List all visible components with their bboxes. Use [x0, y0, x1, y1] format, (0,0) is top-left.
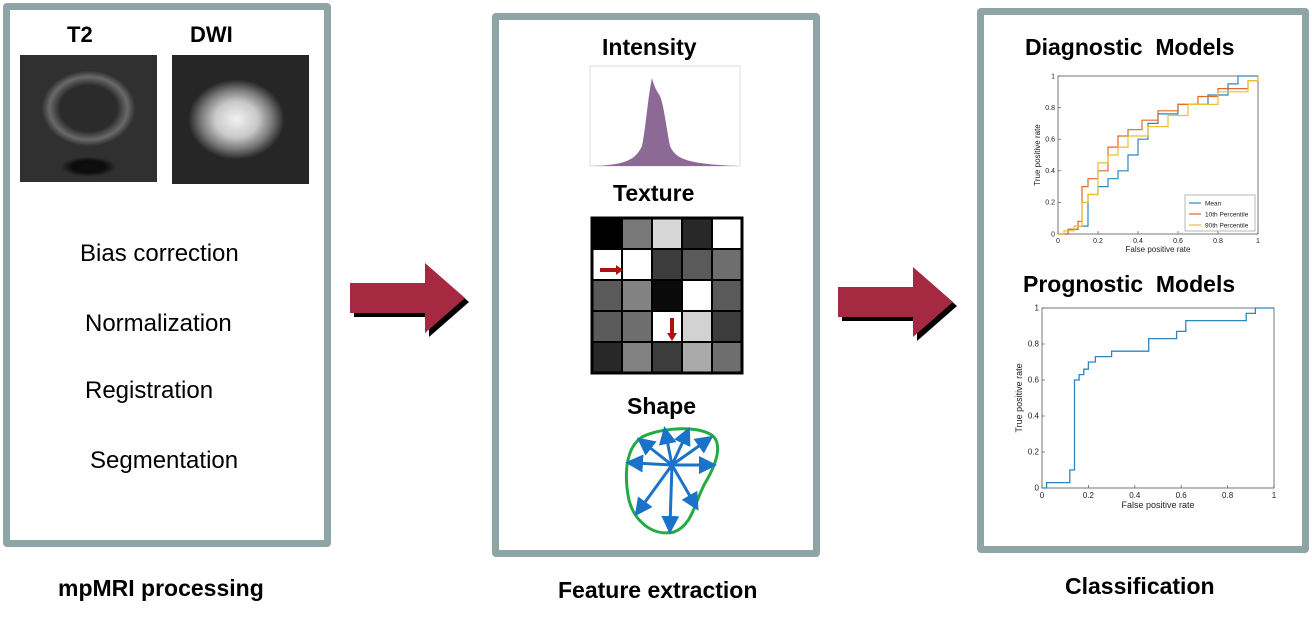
dwi-mri-image: [172, 55, 309, 184]
texture-cell: [621, 310, 653, 343]
texture-cell: [591, 279, 623, 312]
texture-cell: [711, 341, 743, 374]
classification-caption: Classification: [1065, 573, 1215, 599]
texture-cell: [651, 279, 683, 312]
y-tick-label: 0.4: [1028, 412, 1040, 421]
texture-cell: [651, 248, 683, 281]
dwi-label: DWI: [190, 22, 233, 47]
y-tick-label: 0.8: [1045, 105, 1055, 112]
intensity-histogram: [589, 65, 741, 167]
texture-cell: [621, 341, 653, 374]
t2-mri-image: [20, 55, 157, 182]
y-tick-label: 0.4: [1045, 168, 1055, 175]
texture-cell: [681, 310, 713, 343]
texture-cell: [651, 341, 683, 374]
texture-cell: [711, 279, 743, 312]
y-tick-label: 0.6: [1045, 137, 1055, 144]
texture-cell: [681, 279, 713, 312]
t2-label: T2: [67, 22, 93, 47]
legend-entry: Mean: [1205, 201, 1222, 208]
prognostic-title: Prognostic Models: [1023, 271, 1236, 297]
x-tick-label: 0.8: [1213, 238, 1223, 245]
x-tick-label: 1: [1272, 491, 1277, 500]
step-normalization: Normalization: [85, 310, 232, 337]
y-tick-label: 0.2: [1045, 200, 1055, 207]
x-tick-label: 0.6: [1173, 238, 1183, 245]
x-tick-label: 0: [1040, 491, 1045, 500]
y-tick-label: 0: [1035, 484, 1040, 493]
legend-entry: 10th Percentile: [1205, 212, 1249, 219]
step-registration: Registration: [85, 377, 214, 404]
texture-arrow-down-head: [667, 333, 677, 341]
diagnostic-title: Diagnostic Models: [1025, 34, 1235, 60]
x-tick-label: 0.8: [1222, 491, 1234, 500]
texture-arrow-right-head: [616, 265, 623, 275]
texture-cell: [591, 248, 623, 281]
texture-cell: [711, 248, 743, 281]
texture-border: [590, 216, 744, 375]
x-tick-label: 1: [1256, 238, 1260, 245]
texture-cell: [711, 310, 743, 343]
y-tick-label: 1: [1051, 73, 1055, 80]
intensity-title: Intensity: [602, 34, 697, 60]
y-tick-label: 0.2: [1028, 448, 1040, 457]
x-tick-label: 0: [1056, 238, 1060, 245]
features-caption: Feature extraction: [558, 577, 758, 603]
roc-series-line: [1058, 76, 1259, 235]
texture-title: Texture: [613, 180, 695, 206]
roc-series-line: [1058, 75, 1258, 235]
right-arrow-1: [350, 263, 469, 337]
shape-title: Shape: [627, 393, 697, 419]
texture-cell: [591, 217, 623, 250]
right-arrow-2: [838, 267, 957, 341]
legend-entry: 90th Percentile: [1205, 223, 1249, 230]
y-tick-label: 0.8: [1028, 340, 1040, 349]
x-tick-label: 0.4: [1133, 238, 1143, 245]
x-axis-label: False positive rate: [1121, 500, 1194, 510]
texture-cell: [681, 341, 713, 374]
x-tick-label: 0.2: [1093, 238, 1103, 245]
texture-cell: [591, 341, 623, 374]
step-bias-correction: Bias correction: [80, 240, 239, 267]
x-axis-label: False positive rate: [1126, 245, 1191, 254]
y-tick-label: 0.6: [1028, 376, 1040, 385]
texture-cell: [591, 310, 623, 343]
texture-cell: [681, 217, 713, 250]
y-axis-label: True positive rate: [1014, 363, 1024, 432]
y-axis-label: True positive rate: [1033, 124, 1042, 186]
y-tick-label: 1: [1035, 304, 1040, 313]
texture-cell: [621, 279, 653, 312]
texture-cell: [651, 310, 683, 343]
roc-series-line: [1042, 307, 1274, 489]
x-tick-label: 0.2: [1083, 491, 1095, 500]
processing-caption: mpMRI processing: [58, 575, 264, 601]
shape-outline: [624, 427, 720, 535]
x-tick-label: 0.6: [1176, 491, 1188, 500]
y-tick-label: 0: [1051, 231, 1055, 238]
texture-cell: [621, 248, 653, 281]
texture-grid: [590, 216, 744, 375]
shape-diagram: [624, 426, 720, 535]
step-segmentation: Segmentation: [90, 447, 239, 474]
texture-cell: [681, 248, 713, 281]
x-tick-label: 0.4: [1129, 491, 1141, 500]
texture-cell: [621, 217, 653, 250]
texture-cell: [711, 217, 743, 250]
plot-frame: [1041, 307, 1275, 489]
texture-cell: [651, 217, 683, 250]
